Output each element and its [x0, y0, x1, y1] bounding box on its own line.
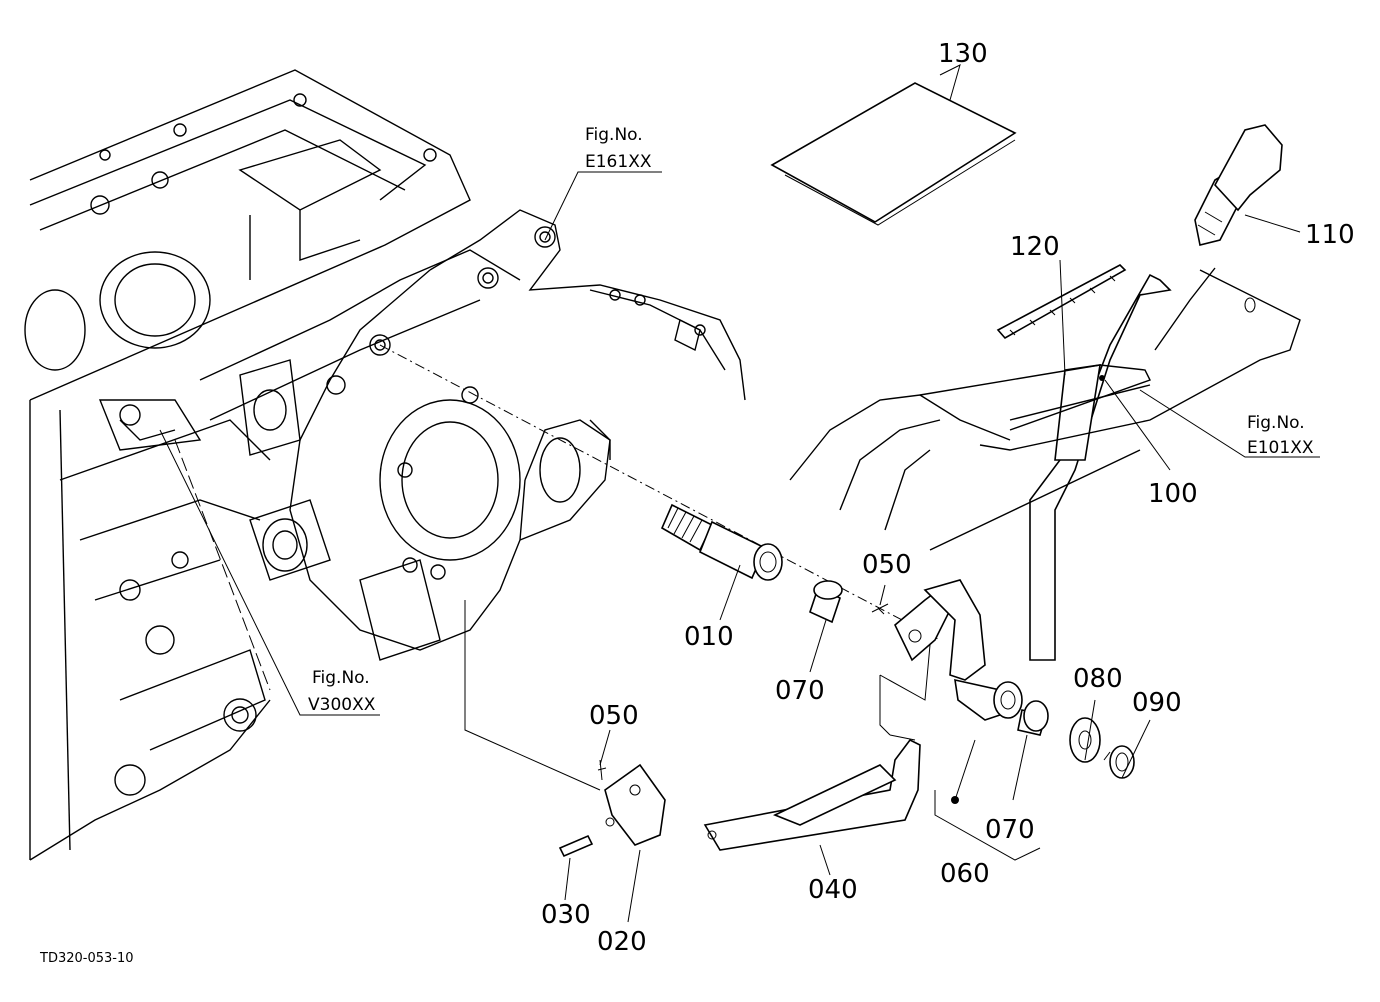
label-060: 060 — [940, 859, 990, 889]
label-020: 020 — [597, 927, 647, 957]
part-030-pin — [558, 834, 594, 858]
part-050-clip-upper — [871, 603, 889, 615]
leader-lines — [159, 64, 1320, 923]
transmission-housing — [24, 69, 521, 861]
label-090: 090 — [1132, 688, 1182, 718]
part-010-clutch-shaft — [660, 503, 783, 581]
part-070-bushing-lower — [1017, 700, 1049, 736]
figure-ref-e101-title: Fig.No. — [1247, 413, 1305, 433]
label-110: 110 — [1305, 220, 1355, 250]
step-fender-outline — [789, 267, 1301, 551]
label-050-lower: 050 — [589, 701, 639, 731]
label-030: 030 — [541, 900, 591, 930]
figure-ref-v300-code[interactable]: V300XX — [308, 695, 376, 715]
label-070-upper: 070 — [775, 676, 825, 706]
figure-ref-v300-title: Fig.No. — [312, 668, 370, 688]
part-060-clutch-arm — [894, 579, 1023, 804]
shaft-centerline — [379, 344, 941, 641]
figure-ref-e161-code[interactable]: E161XX — [585, 152, 652, 172]
label-070-lower: 070 — [985, 815, 1035, 845]
part-100-lever — [1029, 273, 1172, 661]
part-020-bracket — [604, 763, 666, 846]
figure-ref-v300[interactable]: Fig.No. V300XX — [308, 668, 376, 715]
label-050-upper: 050 — [862, 550, 912, 580]
figure-ref-e101[interactable]: Fig.No. E101XX — [1247, 413, 1314, 458]
label-080: 080 — [1073, 664, 1123, 694]
diagram-code: TD320-053-10 — [39, 951, 134, 966]
part-130-manual-booklet — [770, 82, 1017, 226]
part-050-clip-lower — [597, 759, 607, 781]
part-040-pedal — [703, 644, 931, 851]
part-labels: 130 110 120 100 050 010 070 080 090 050 … — [541, 39, 1355, 957]
figure-ref-e161-title: Fig.No. — [585, 125, 643, 145]
part-090-snap-ring — [1103, 745, 1135, 779]
figure-ref-e101-code[interactable]: E101XX — [1247, 438, 1314, 458]
label-010: 010 — [684, 622, 734, 652]
label-040: 040 — [808, 875, 858, 905]
label-100: 100 — [1148, 479, 1198, 509]
part-070-bushing-upper — [809, 580, 843, 624]
label-120: 120 — [1010, 232, 1060, 262]
part-080-washer — [1069, 717, 1101, 763]
label-130: 130 — [938, 39, 988, 69]
figure-ref-e161[interactable]: Fig.No. E161XX — [585, 125, 652, 172]
front-cover-flange — [239, 209, 746, 661]
part-110-grip — [1194, 124, 1283, 246]
